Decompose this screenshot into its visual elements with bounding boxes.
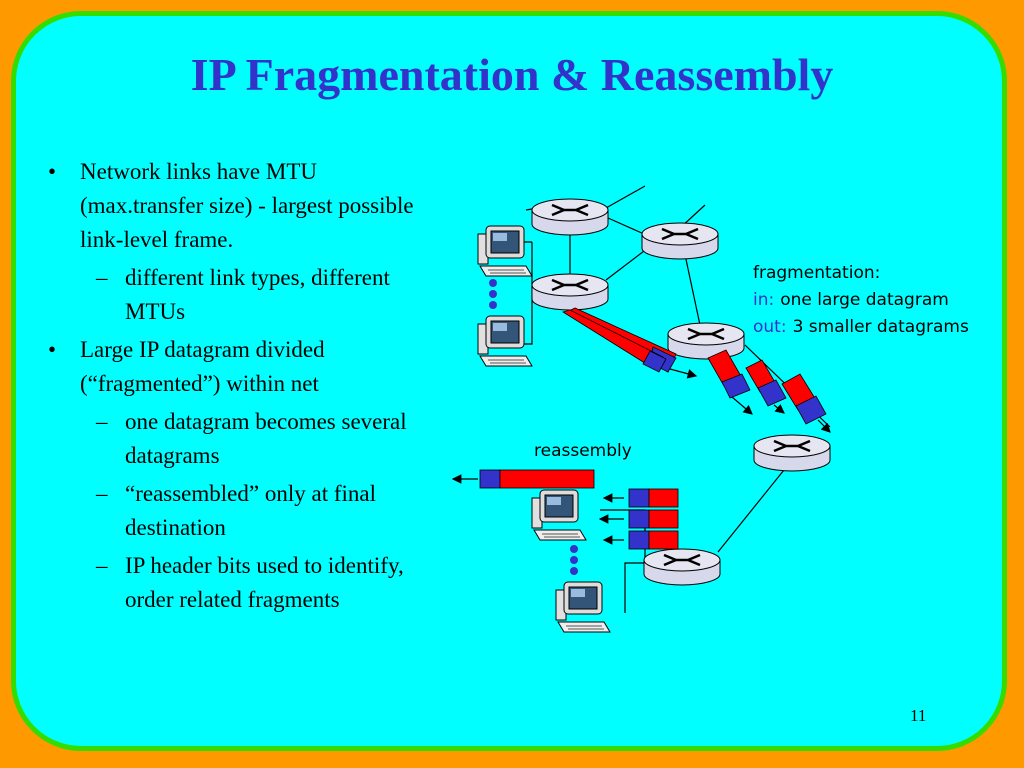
computer-icon <box>555 581 611 633</box>
page-number: 11 <box>910 706 927 725</box>
router-icon <box>640 221 720 261</box>
sub-bullet-item: different link types, different MTUs <box>44 261 444 329</box>
out-prefix: out: <box>753 317 787 337</box>
router-icon <box>530 197 610 237</box>
fragmentation-in-line: in: one large datagram <box>753 290 949 310</box>
fragmentation-out-line: out: 3 smaller datagrams <box>753 317 969 337</box>
sub-bullet-item: “reassembled” only at final destination <box>44 477 444 545</box>
router-icon <box>530 272 610 312</box>
ellipsis-dots <box>489 279 497 309</box>
fragment-3 <box>781 373 827 425</box>
slide-title: IP Fragmentation & Reassembly <box>190 49 834 100</box>
fragmentation-label: fragmentation: <box>753 263 880 283</box>
computer-icon <box>531 489 587 541</box>
sub-bullet-item: IP header bits used to identify, order r… <box>44 549 444 617</box>
fragment-1 <box>707 349 751 399</box>
reassembled-datagram <box>479 469 595 489</box>
large-datagram <box>562 307 677 373</box>
router-icon <box>666 321 746 361</box>
in-prefix: in: <box>753 290 774 310</box>
ellipsis-dots <box>570 545 578 575</box>
in-text: one large datagram <box>780 290 949 310</box>
computer-icon <box>477 315 533 367</box>
bullet-item: Network links have MTU (max.transfer siz… <box>44 155 444 257</box>
arriving-fragments <box>628 488 679 550</box>
router-icon <box>642 547 722 587</box>
computer-icon <box>477 225 533 277</box>
reassembly-label: reassembly <box>534 441 632 461</box>
out-text: 3 smaller datagrams <box>793 317 969 337</box>
bullet-item: Large IP datagram divided (“fragmented”)… <box>44 333 444 401</box>
bullet-list: Network links have MTU (max.transfer siz… <box>44 155 444 621</box>
router-icon <box>752 433 832 473</box>
fragment-2 <box>745 359 787 407</box>
sub-bullet-item: one datagram becomes several datagrams <box>44 405 444 473</box>
